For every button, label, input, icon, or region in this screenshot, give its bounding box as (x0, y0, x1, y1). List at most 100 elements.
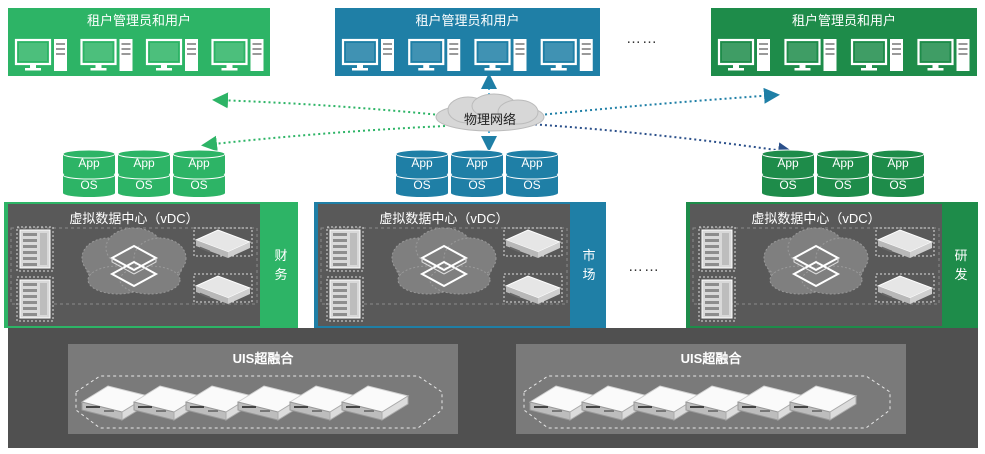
monitor-icon (80, 38, 133, 71)
app-label: App (777, 156, 799, 170)
tenant-title: 租户管理员和用户 (86, 13, 191, 28)
os-label: OS (779, 178, 797, 192)
vdc-body: 虚拟数据中心（vDC） (318, 204, 570, 326)
server-tower-icon (326, 276, 364, 322)
cloud-icon (435, 93, 545, 132)
uis-title: UIS超融合 (680, 351, 742, 366)
vdc-body: 虚拟数据中心（vDC） (690, 204, 942, 326)
app-label: App (78, 156, 100, 170)
monitor-icon (341, 38, 394, 71)
vdc-title: 虚拟数据中心（vDC） (379, 211, 509, 226)
rack-server-icon (503, 227, 563, 258)
os-label: OS (523, 178, 541, 192)
vdc-contents (692, 226, 940, 322)
os-label: OS (135, 178, 153, 192)
monitor-icon (850, 38, 903, 71)
server-chain (75, 375, 443, 429)
server-tower-icon (16, 226, 54, 272)
vdc-panel-rd: 虚拟数据中心（vDC） 研 发 (686, 202, 978, 328)
link-to-tenant-rd (539, 87, 780, 116)
os-label: OS (190, 178, 208, 192)
monitor-group (717, 38, 970, 71)
tenant-panel-market: 租户管理员和用户 (335, 8, 600, 76)
app-label: App (832, 156, 854, 170)
department-label: 研 发 (954, 248, 968, 282)
vdc-contents (320, 226, 568, 322)
server-tower-icon (698, 226, 736, 272)
uis-cluster: UIS超融合 (68, 344, 458, 434)
rack-server-icon (788, 385, 858, 421)
monitor-icon (784, 38, 837, 71)
monitor-group (341, 38, 593, 71)
uis-title: UIS超融合 (232, 351, 294, 366)
vdc-panel-finance: 虚拟数据中心（vDC） 财 务 (4, 202, 298, 328)
server-tower-icon (326, 226, 364, 272)
monitor-icon (211, 38, 264, 71)
link-to-tenant-finance (212, 92, 441, 116)
app-label: App (133, 156, 155, 170)
virtualization-layers-icon (419, 244, 469, 288)
vdc-title: 虚拟数据中心（vDC） (69, 211, 199, 226)
server-tower-icon (16, 276, 54, 322)
os-label: OS (889, 178, 907, 192)
virtualization-layers-icon (791, 244, 841, 288)
server-tower-icon (698, 276, 736, 322)
monitor-icon (408, 38, 461, 71)
department-label: 财 务 (274, 248, 288, 282)
link-to-vdc-rd (529, 123, 794, 159)
rack-server-icon (80, 385, 150, 421)
tenant-panel-rd: 租户管理员和用户 (711, 8, 977, 76)
rack-server-icon (193, 273, 253, 304)
vdc-contents (10, 226, 258, 322)
monitor-icon (14, 38, 67, 71)
virtualization-layers-icon (109, 244, 159, 288)
monitor-icon (917, 38, 970, 71)
ellipsis-top: …… (626, 30, 658, 47)
tenant-title: 租户管理员和用户 (791, 13, 896, 28)
app-label: App (466, 156, 488, 170)
vdc-panel-market: 虚拟数据中心（vDC） 市 场 (314, 202, 606, 328)
rack-server-icon (340, 385, 410, 421)
monitor-icon (145, 38, 198, 71)
uis-cluster: UIS超融合 (516, 344, 906, 434)
app-label: App (521, 156, 543, 170)
rack-server-icon (193, 227, 253, 258)
server-chain-group (75, 375, 443, 429)
app-label: App (188, 156, 210, 170)
server-chain-group (523, 375, 891, 429)
app-label: App (411, 156, 433, 170)
os-label: OS (80, 178, 98, 192)
server-chain (523, 375, 891, 429)
physical-network-label: 物理网络 (463, 112, 516, 127)
department-label: 市 场 (582, 248, 596, 282)
link-to-vdc-finance (201, 125, 446, 152)
uis-infrastructure-layer: UIS超融合 UIS超融合 (8, 328, 978, 448)
monitor-group (14, 38, 264, 71)
vdc-body: 虚拟数据中心（vDC） (8, 204, 260, 326)
tenant-panel-finance: 租户管理员和用户 (8, 8, 270, 76)
physical-network-cloud: 物理网络 (430, 93, 550, 135)
os-label: OS (468, 178, 486, 192)
tenant-title: 租户管理员和用户 (415, 13, 520, 28)
os-label: OS (413, 178, 431, 192)
monitor-icon (717, 38, 770, 71)
app-label: App (887, 156, 909, 170)
rack-server-icon (503, 273, 563, 304)
vdc-title: 虚拟数据中心（vDC） (751, 211, 881, 226)
os-label: OS (834, 178, 852, 192)
monitor-icon (474, 38, 527, 71)
rack-server-icon (875, 273, 935, 304)
rack-server-icon (875, 227, 935, 258)
monitor-icon (540, 38, 593, 71)
ellipsis-middle: …… (628, 258, 660, 275)
